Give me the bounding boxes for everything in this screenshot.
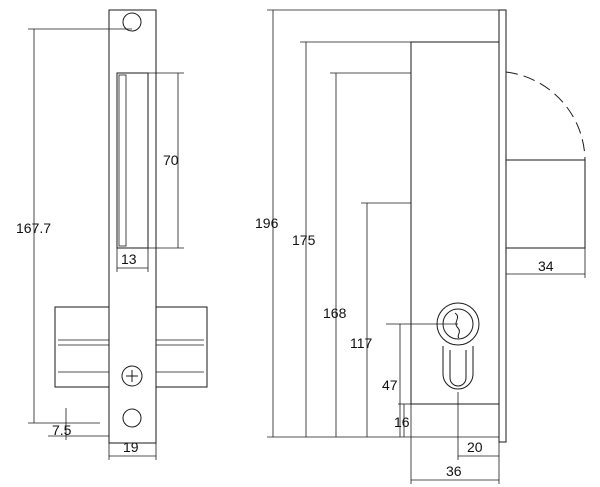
dim-20: 20 [467, 439, 483, 455]
dim-16: 16 [394, 414, 410, 430]
dim-7-5: 7.5 [52, 422, 72, 438]
front-view: 167.7 70 13 7.5 19 [16, 9, 208, 460]
dim-70: 70 [163, 152, 179, 168]
top-screw-hole [122, 12, 142, 32]
keyhole-icon [436, 302, 480, 390]
dim-117: 117 [350, 335, 373, 351]
dim-19: 19 [123, 439, 139, 455]
dim-36: 36 [446, 463, 462, 479]
dim-175: 175 [292, 232, 316, 248]
dim-167-7: 167.7 [16, 220, 51, 236]
bolt-throw-arc [505, 71, 586, 161]
dim-168: 168 [323, 305, 347, 321]
dim-13: 13 [121, 251, 137, 267]
dim-196: 196 [255, 215, 279, 231]
bolt [506, 159, 586, 249]
side-face-plate [498, 9, 507, 443]
side-view: 196 175 168 117 47 16 34 20 [255, 9, 586, 484]
dim-34: 34 [538, 258, 554, 274]
bolt-slot [116, 72, 149, 249]
cylinder-fixing-screw-icon [121, 365, 143, 387]
lock-case [410, 41, 500, 405]
dim-47: 47 [382, 377, 398, 393]
bottom-screw-hole [122, 408, 142, 428]
